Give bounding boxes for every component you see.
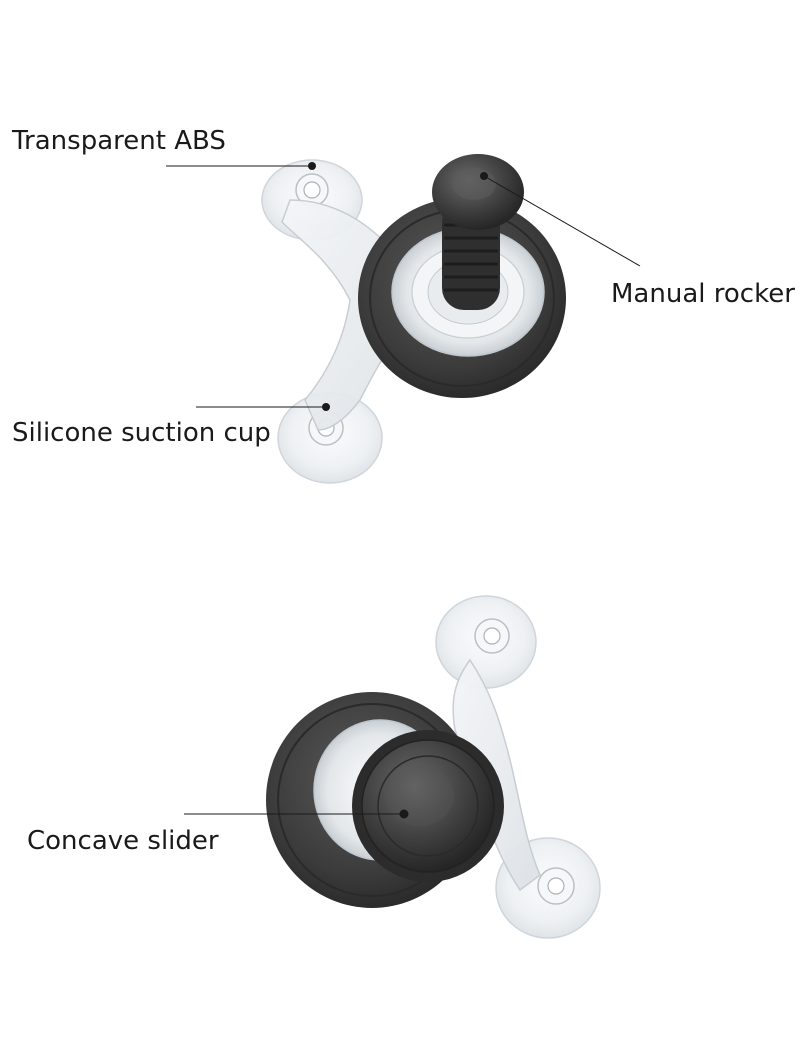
silicone-suction-cup-label: Silicone suction cup: [12, 418, 271, 448]
callout-suction-leader: [196, 403, 330, 411]
rocker-product: [261, 154, 566, 484]
callout-slider-leader: [184, 809, 409, 819]
concave-slider-label: Concave slider: [27, 826, 219, 856]
transparent-abs-label: Transparent ABS: [12, 126, 226, 156]
concave-slider-knob: [352, 730, 504, 882]
callout-rocker-leader: [480, 172, 641, 267]
slider-product: [266, 595, 601, 939]
manual-rocker-label: Manual rocker: [611, 279, 795, 309]
upper-suction-cup: [435, 595, 537, 689]
rocker-stick: [432, 154, 524, 310]
callout-abs-leader: [166, 162, 316, 170]
